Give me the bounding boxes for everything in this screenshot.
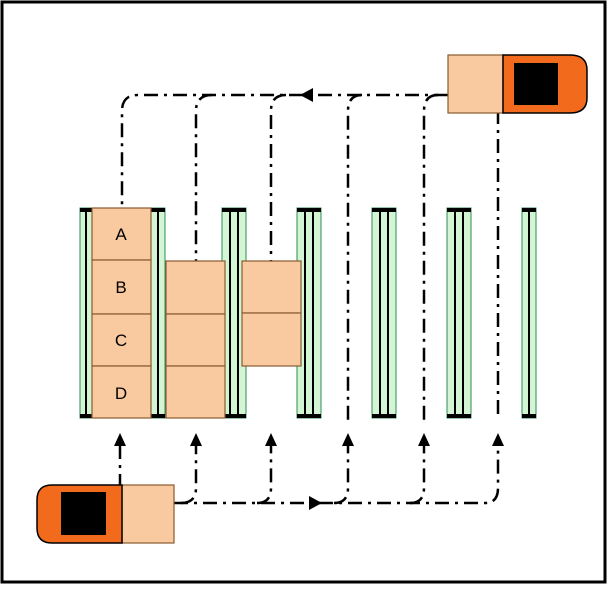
pallet-c [91,313,152,367]
rack-upright [371,207,397,419]
pallet-column-1 [91,207,152,419]
truck-trailer [121,484,175,544]
rack-rows [79,207,537,419]
pallet-d [91,365,152,419]
rack-upright [79,207,93,419]
pallet [241,312,302,367]
rack-upright [446,207,472,419]
pallet-column-3 [241,260,302,367]
pallet [241,260,302,314]
pallet [165,313,226,367]
bottom-flow-path [118,445,500,505]
pallet-label-d: D [115,384,127,403]
arrow-head-icon [114,433,126,446]
rack-upright [521,207,537,419]
top-flow-path [120,93,500,420]
rack-upright [150,207,166,419]
pallet-a [91,207,152,261]
arrow-head-icon [265,433,277,446]
truck-window [514,63,558,105]
pallet [165,365,226,419]
arrow-head-icon [492,433,504,446]
pallet-labels: A B C D [115,225,127,403]
arrow-head-icon [418,433,430,446]
pallet [165,260,226,315]
pallet-b [91,259,152,315]
truck-icon [36,484,175,544]
arrow-head-icon [300,88,313,102]
pallet-label-c: C [115,331,127,350]
arrow-head-icon [342,433,354,446]
pallet-column-2 [165,260,226,419]
arrow-head-icon [190,433,202,446]
truck-icon [447,54,588,114]
truck-trailer [447,54,504,114]
pallet-label-b: B [115,278,126,297]
arrow-head-icon [309,496,322,510]
pallet-label-a: A [115,225,127,244]
truck-window [61,492,106,535]
inbound-arrows [114,433,504,446]
